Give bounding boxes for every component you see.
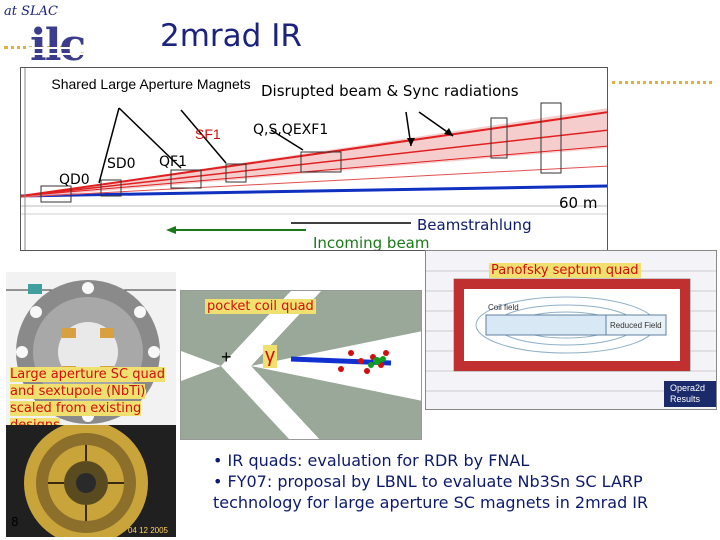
qf1-label: QF1 (159, 154, 187, 170)
pocket-coil-figure: pocket coil quad + γ (180, 290, 422, 440)
beamstrahlung-label: Beamstrahlung (417, 216, 532, 234)
reduced-field-label: Reduced Field (610, 321, 662, 330)
qsqexf1-label: Q,S,QEXF1 (253, 122, 328, 138)
disrupted-beam-label: Disrupted beam & Sync radiations (261, 82, 519, 100)
sd0-label: SD0 (107, 156, 136, 172)
shared-magnets-label: Shared Large Aperture Magnets (51, 76, 251, 92)
ilc-logo: ilc (6, 20, 102, 68)
cross-section-caption-box: Large aperture SC quad and sextupole (Nb… (10, 366, 170, 434)
incoming-beam-label: Incoming beam (313, 234, 429, 251)
slide-tag: at SLAC (4, 4, 58, 19)
results-label: Results (670, 394, 700, 404)
bullet-item: • FY07: proposal by LBNL to evaluate Nb3… (213, 471, 713, 513)
photo-date-stamp: 04 12 2005 (128, 526, 168, 535)
qd0-label: QD0 (59, 172, 90, 188)
beamline-diagram: Shared Large Aperture Magnets Disrupted … (20, 67, 608, 251)
summary-bullets: • IR quads: evaluation for RDR by FNAL •… (213, 450, 713, 513)
plus-marker: + (221, 347, 232, 368)
panofsky-label: Panofsky septum quad (489, 263, 641, 278)
opera-label: Opera2d (670, 383, 705, 393)
page-number: 8 (11, 515, 19, 529)
cross-section-caption: Large aperture SC quad and sextupole (Nb… (10, 367, 165, 433)
distance-label: 60 m (559, 194, 597, 212)
sf1-label: SF1 (195, 126, 221, 142)
pocket-coil-label: pocket coil quad (205, 299, 316, 314)
bullet-item: • IR quads: evaluation for RDR by FNAL (213, 450, 713, 471)
panofsky-septum-figure: Coil field Reduced Field Opera2d Results… (425, 250, 717, 410)
coil-field-label: Coil field (488, 303, 519, 312)
decorative-dots-right (612, 81, 712, 88)
page-title: 2mrad IR (160, 18, 302, 54)
magnet-photo: 04 12 2005 (6, 425, 176, 537)
gamma-symbol: γ (263, 345, 277, 368)
logo-text: ilc (30, 20, 84, 68)
